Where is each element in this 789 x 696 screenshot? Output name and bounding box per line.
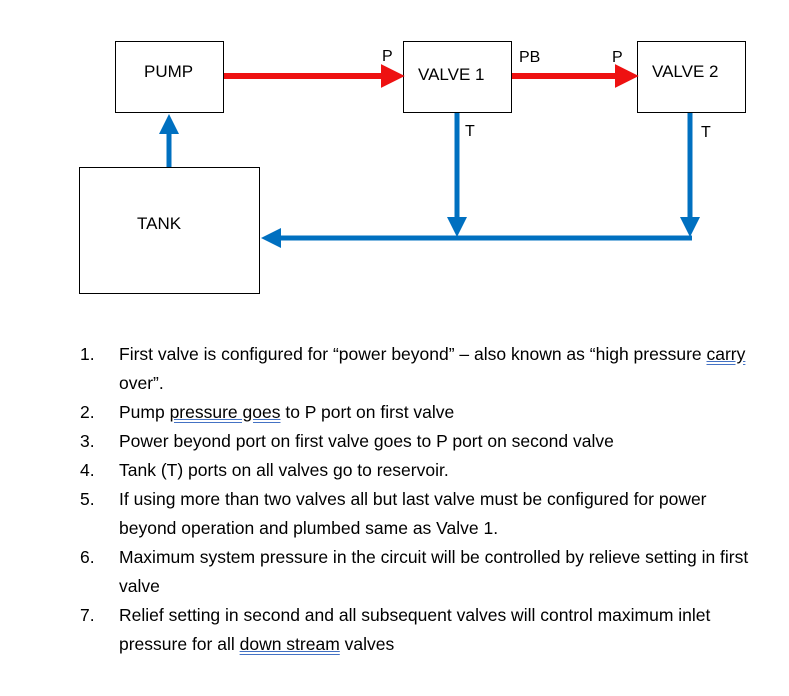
- notes-list: 1. First valve is configured for “power b…: [80, 340, 760, 659]
- note-text: If using more than two valves all but la…: [119, 489, 707, 538]
- tank-box: [79, 167, 260, 294]
- note-item: 6. Maximum system pressure in the circuit…: [80, 543, 760, 601]
- note-number: 6.: [80, 547, 95, 567]
- note-item: 3. Power beyond port on first valve goes …: [80, 427, 760, 456]
- valve2-box: [637, 41, 746, 113]
- valve1-t-port-label: T: [465, 123, 475, 140]
- note-number: 7.: [80, 605, 95, 625]
- note-text: over”.: [119, 373, 164, 393]
- valve1-box: [403, 41, 512, 113]
- valve2-label: VALVE 2: [652, 62, 718, 81]
- note-text: Maximum system pressure in the circuit w…: [119, 547, 749, 596]
- spellcheck-flagged-text: carry: [706, 344, 746, 364]
- note-text: Pump: [119, 402, 170, 422]
- note-text: Relief setting in second and all subsequ…: [119, 605, 711, 654]
- valve1-p-port-label: P: [382, 48, 393, 65]
- note-item: 4. Tank (T) ports on all valves go to res…: [80, 456, 760, 485]
- tank-label: TANK: [137, 214, 182, 233]
- note-number: 2.: [80, 402, 95, 422]
- note-number: 1.: [80, 344, 95, 364]
- note-text: valves: [339, 634, 395, 654]
- note-number: 4.: [80, 460, 95, 480]
- pump-label: PUMP: [144, 62, 193, 81]
- valve1-label: VALVE 1: [418, 65, 484, 84]
- spellcheck-flagged-text: pressure goes: [169, 402, 281, 422]
- hydraulic-circuit-diagram: PUMP VALVE 1 VALVE 2 TANK P PB P T T: [79, 41, 746, 294]
- valve2-p-port-label: P: [612, 49, 623, 66]
- note-number: 5.: [80, 489, 95, 509]
- spellcheck-flagged-text: down stream: [239, 634, 340, 654]
- note-text: to P port on first valve: [280, 402, 455, 422]
- valve2-t-port-label: T: [701, 124, 711, 141]
- note-text: Tank (T) ports on all valves go to reser…: [119, 460, 449, 480]
- note-item: 2. Pump pressure goes to P port on first …: [80, 398, 760, 427]
- note-text: Power beyond port on first valve goes to…: [119, 431, 614, 451]
- note-number: 3.: [80, 431, 95, 451]
- note-item: 1. First valve is configured for “power b…: [80, 340, 760, 398]
- valve1-pb-port-label: PB: [519, 49, 540, 66]
- note-text: First valve is configured for “power bey…: [119, 344, 707, 364]
- pump-box: [115, 41, 224, 113]
- note-item: 7. Relief setting in second and all subse…: [80, 601, 760, 659]
- note-item: 5. If using more than two valves all but …: [80, 485, 760, 543]
